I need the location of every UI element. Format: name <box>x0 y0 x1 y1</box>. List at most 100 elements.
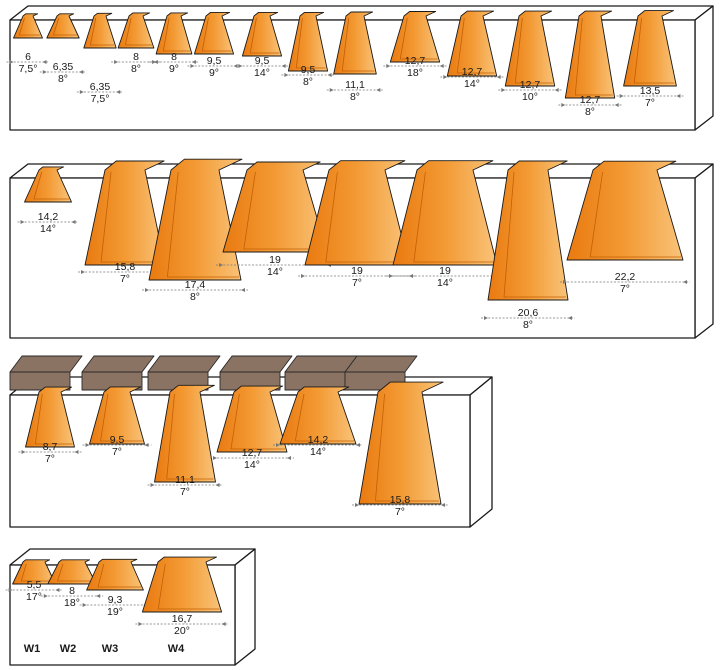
angle-label: 7° <box>180 486 190 498</box>
dovetail-cut <box>155 12 193 55</box>
width-dimension <box>352 503 448 507</box>
width-dimension <box>616 94 684 98</box>
width-label: 9,5 <box>301 64 316 76</box>
width-dimension <box>39 70 87 74</box>
dovetail-cut <box>487 160 569 301</box>
width-label: 6,35 <box>90 81 111 93</box>
width-dimension <box>18 450 82 454</box>
bit-profile: 5,517°W1 <box>5 559 63 655</box>
bit-profile: 17,48° <box>142 158 248 303</box>
width-label: 12,7 <box>242 447 263 459</box>
width-label: 12,7 <box>520 79 541 91</box>
width-label: 9,5 <box>255 55 270 67</box>
bit-profile: 9,58° <box>281 11 335 88</box>
width-label: 9,5 <box>207 55 222 67</box>
dovetail-cut <box>13 13 43 39</box>
width-label: 5,5 <box>27 579 42 591</box>
dovetail-cut <box>89 386 145 445</box>
bit-profile: 8,77° <box>18 386 82 465</box>
dovetail-cut <box>141 556 223 613</box>
angle-label: 14° <box>40 223 56 235</box>
dovetail-cut <box>222 161 328 253</box>
width-label: 12,7 <box>462 66 483 78</box>
width-label: 17,4 <box>185 279 206 291</box>
dovetail-cut <box>24 166 72 203</box>
width-dimension <box>147 483 223 487</box>
angle-label: 7,5° <box>91 93 110 105</box>
board-row-2: 14,214°15,87°17,48°1914°197°1914°20,68°2… <box>9 158 714 339</box>
width-dimension <box>281 73 335 77</box>
width-label: 19 <box>269 254 281 266</box>
angle-label: 9° <box>169 63 179 75</box>
dovetail-cut <box>47 559 97 585</box>
width-label: 16,7 <box>172 613 193 625</box>
bit-profile: 15,87° <box>352 381 448 518</box>
bit-profile: 9,59° <box>187 11 241 79</box>
angle-label: 7° <box>112 446 122 458</box>
width-label: 11,1 <box>345 79 365 91</box>
wood-strip <box>147 355 221 373</box>
width-label: 8,7 <box>43 441 58 453</box>
dovetail-cut <box>287 11 329 72</box>
bit-profile: 11,17° <box>147 384 223 498</box>
dovetail-cut <box>623 10 677 87</box>
bit-profile: 9,514° <box>235 11 289 79</box>
bit-profile: 12,714° <box>440 10 504 90</box>
dovetail-cut <box>83 12 117 49</box>
angle-label: 7° <box>395 506 405 518</box>
width-dimension <box>149 60 199 64</box>
bit-code-label: W2 <box>60 643 77 655</box>
width-dimension <box>135 622 229 626</box>
dovetail-cut <box>279 386 357 445</box>
bit-profile: 89° <box>149 12 199 75</box>
width-label: 12,7 <box>580 94 601 106</box>
width-label: 15,8 <box>390 494 411 506</box>
bit-profile: 11,18° <box>326 11 384 103</box>
width-dimension <box>235 64 289 68</box>
width-label: 6,35 <box>53 61 74 73</box>
width-dimension <box>142 288 248 292</box>
bit-profile: 12,714° <box>210 385 294 471</box>
dovetail-cut <box>84 160 166 266</box>
width-dimension <box>210 456 294 460</box>
angle-label: 10° <box>522 91 538 103</box>
width-label: 22,2 <box>615 271 636 283</box>
bit-code-label: W1 <box>24 643 41 655</box>
bit-profile: 12,718° <box>383 11 447 79</box>
bit-profile: 20,68° <box>481 160 575 331</box>
wood-strip <box>344 355 418 373</box>
width-label: 14,2 <box>308 434 329 446</box>
bit-profile: 16,720°W4 <box>135 556 229 655</box>
width-label: 8 <box>69 585 75 597</box>
angle-label: 7° <box>352 277 362 289</box>
wood-strip <box>9 355 83 373</box>
angle-label: 8° <box>585 106 595 118</box>
width-label: 6 <box>25 51 31 63</box>
angle-label: 7° <box>120 273 130 285</box>
bit-code-label: W4 <box>168 643 185 655</box>
width-dimension <box>560 280 690 284</box>
width-dimension <box>481 316 575 320</box>
bit-profile: 6,358° <box>39 13 87 85</box>
width-label: 12,7 <box>405 55 426 67</box>
dovetail-cut <box>25 386 75 448</box>
bit-profile: 88° <box>111 12 161 75</box>
dovetail-cut <box>392 160 498 266</box>
width-dimension <box>76 90 124 94</box>
angle-label: 8° <box>523 319 533 331</box>
bit-profile: 15,87° <box>78 160 172 285</box>
dovetail-cut <box>333 11 377 75</box>
width-dimension <box>498 88 562 92</box>
width-dimension <box>5 588 63 592</box>
angle-label: 14° <box>437 277 453 289</box>
width-dimension <box>558 103 622 107</box>
dovetail-cut <box>86 558 144 591</box>
width-dimension <box>326 88 384 92</box>
bit-profile: 67,5° <box>6 13 50 75</box>
bit-profile: 6,357,5° <box>76 12 124 105</box>
dovetail-cut <box>358 381 444 505</box>
bit-profile: 818°W2 <box>40 559 104 655</box>
